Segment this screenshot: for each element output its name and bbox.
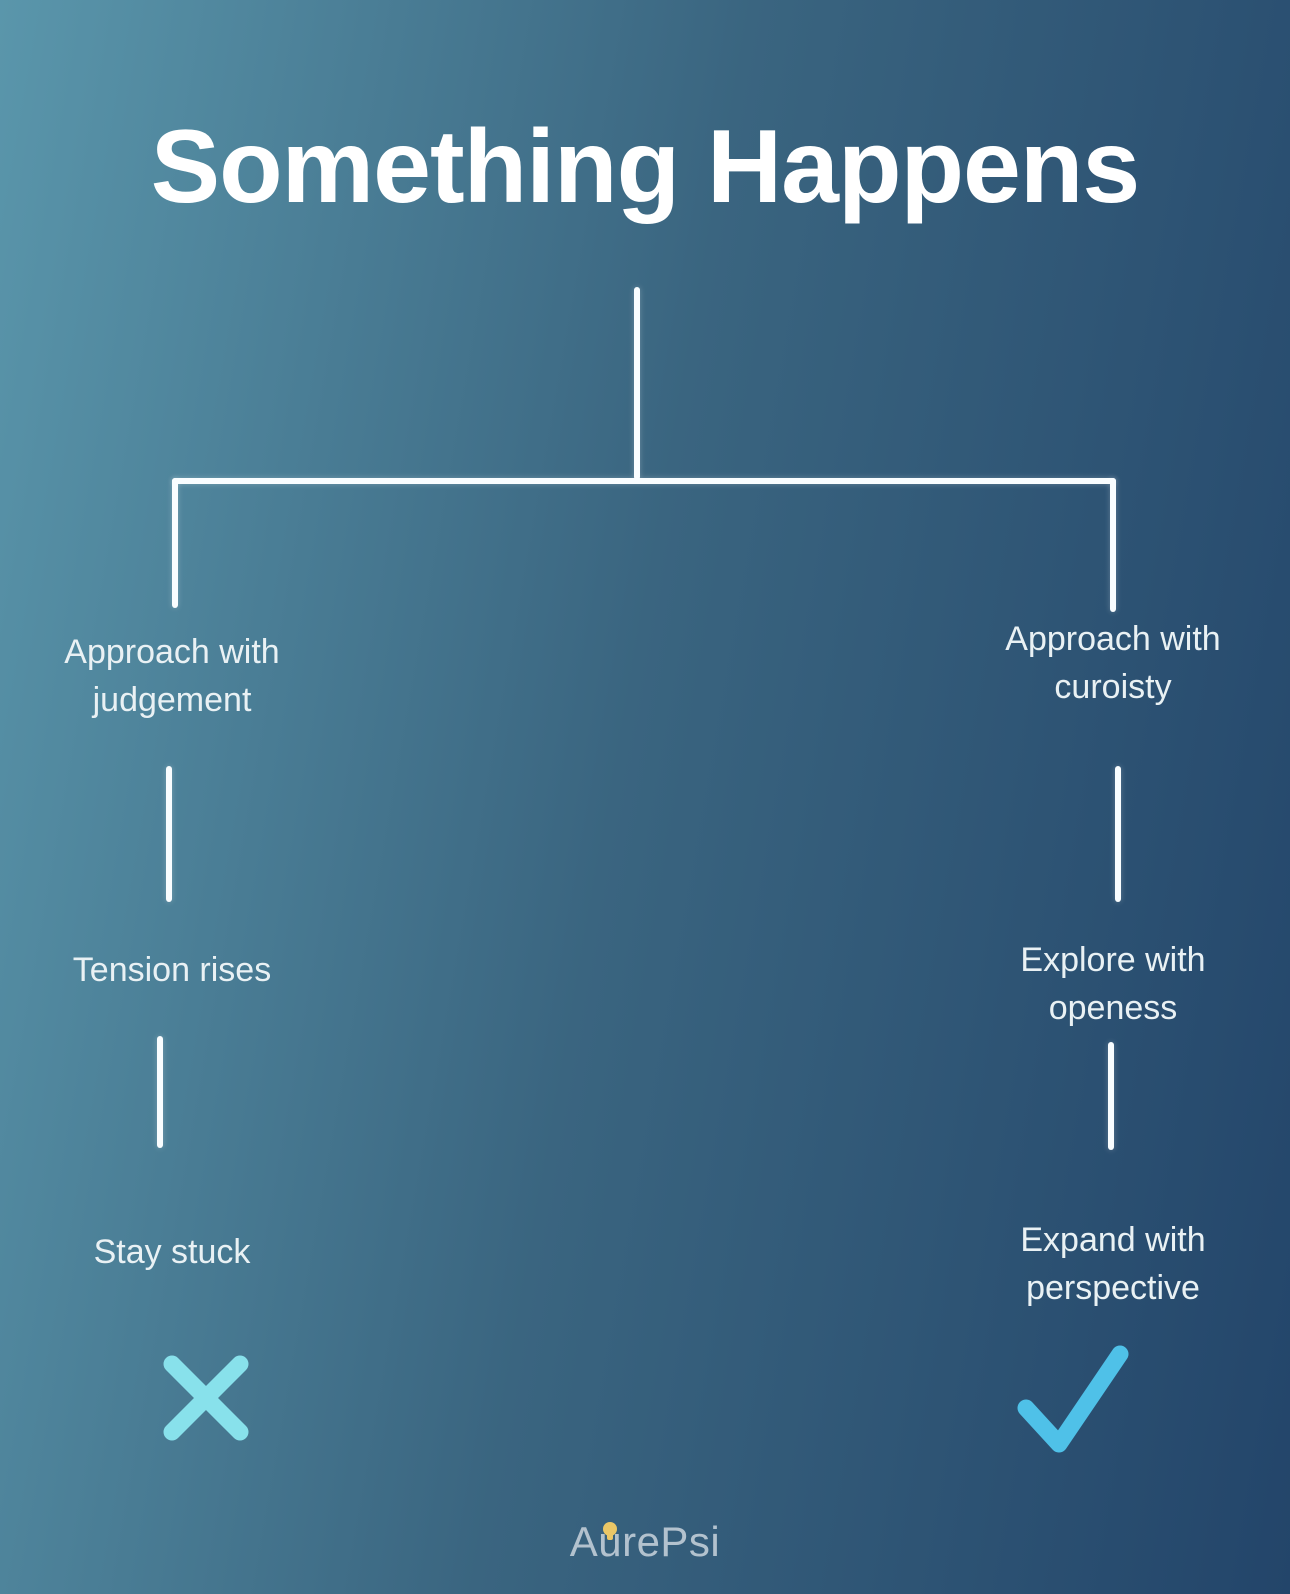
- connector-right-segment-1: [1115, 766, 1121, 902]
- brand-logo-suffix: rePsi: [622, 1518, 721, 1565]
- connector-branch-bar: [172, 478, 1116, 484]
- x-mark-icon: [150, 1342, 262, 1459]
- connector-root-stem: [634, 287, 640, 480]
- page-title: Something Happens: [150, 109, 1140, 225]
- right-step-approach: Approach with curoisty: [1005, 620, 1221, 706]
- check-mark-icon: [1006, 1336, 1140, 1467]
- right-step-expand: Expand with perspective: [1020, 1221, 1206, 1307]
- brand-logo-bulb-letter: u: [598, 1518, 622, 1566]
- connector-left-segment-2: [157, 1036, 163, 1148]
- connector-right-stub: [1110, 478, 1116, 612]
- brand-logo-prefix: A: [569, 1518, 599, 1565]
- connector-left-stub: [172, 478, 178, 608]
- connector-left-segment-1: [166, 766, 172, 902]
- left-step-stuck: Stay stuck: [93, 1233, 251, 1271]
- left-step-tension: Tension rises: [72, 951, 272, 989]
- connector-right-segment-2: [1108, 1042, 1114, 1150]
- lightbulb-icon: [603, 1522, 618, 1540]
- right-step-explore: Explore with openess: [1020, 941, 1206, 1027]
- left-step-approach: Approach with judgement: [64, 633, 280, 719]
